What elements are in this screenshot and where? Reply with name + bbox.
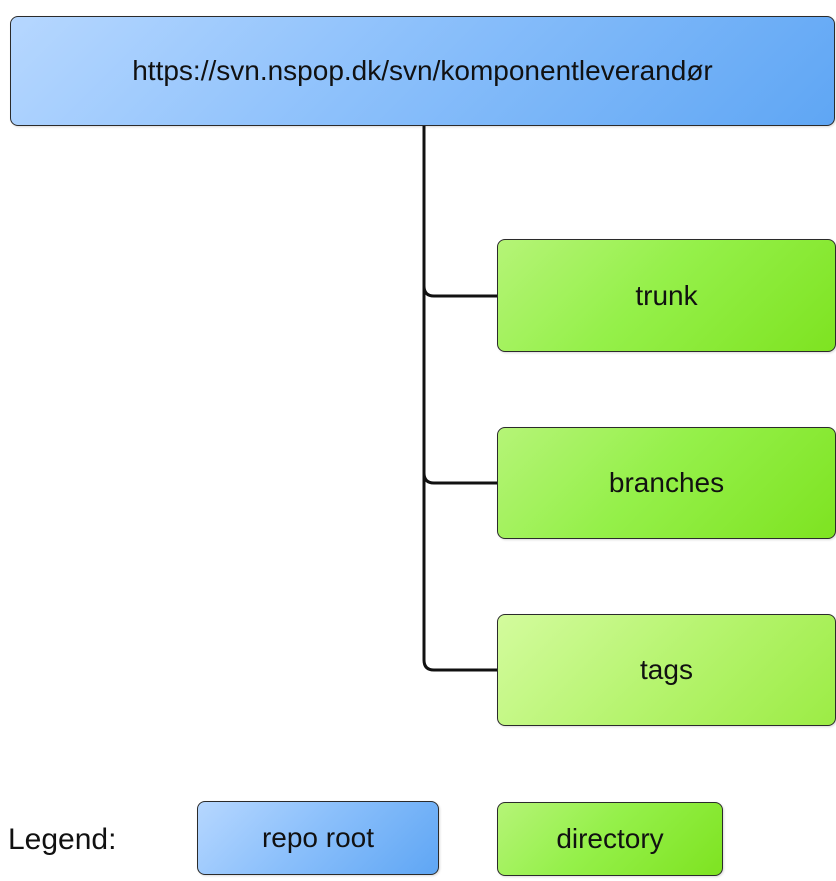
branches-label: branches [608, 467, 725, 498]
legend-directory-label: directory [556, 823, 664, 854]
tags-node: tags [497, 614, 836, 726]
trunk-connector [422, 126, 497, 298]
legend-repo-root: repo root [197, 801, 439, 875]
legend-repo-root-label: repo root [261, 822, 375, 853]
tags-label: tags [640, 654, 693, 685]
trunk-label: trunk [635, 279, 698, 311]
legend-directory: directory [497, 802, 723, 876]
legend-label: Legend: [8, 823, 117, 856]
repo-root-label: https://svn.nspop.dk/svn/komponentlevera… [132, 55, 713, 86]
branches-connector [422, 286, 497, 485]
repo-root-node: https://svn.nspop.dk/svn/komponentlevera… [10, 16, 835, 126]
tags-connector [422, 473, 497, 672]
trunk-node: trunk [497, 239, 836, 352]
branches-node: branches [497, 427, 836, 539]
